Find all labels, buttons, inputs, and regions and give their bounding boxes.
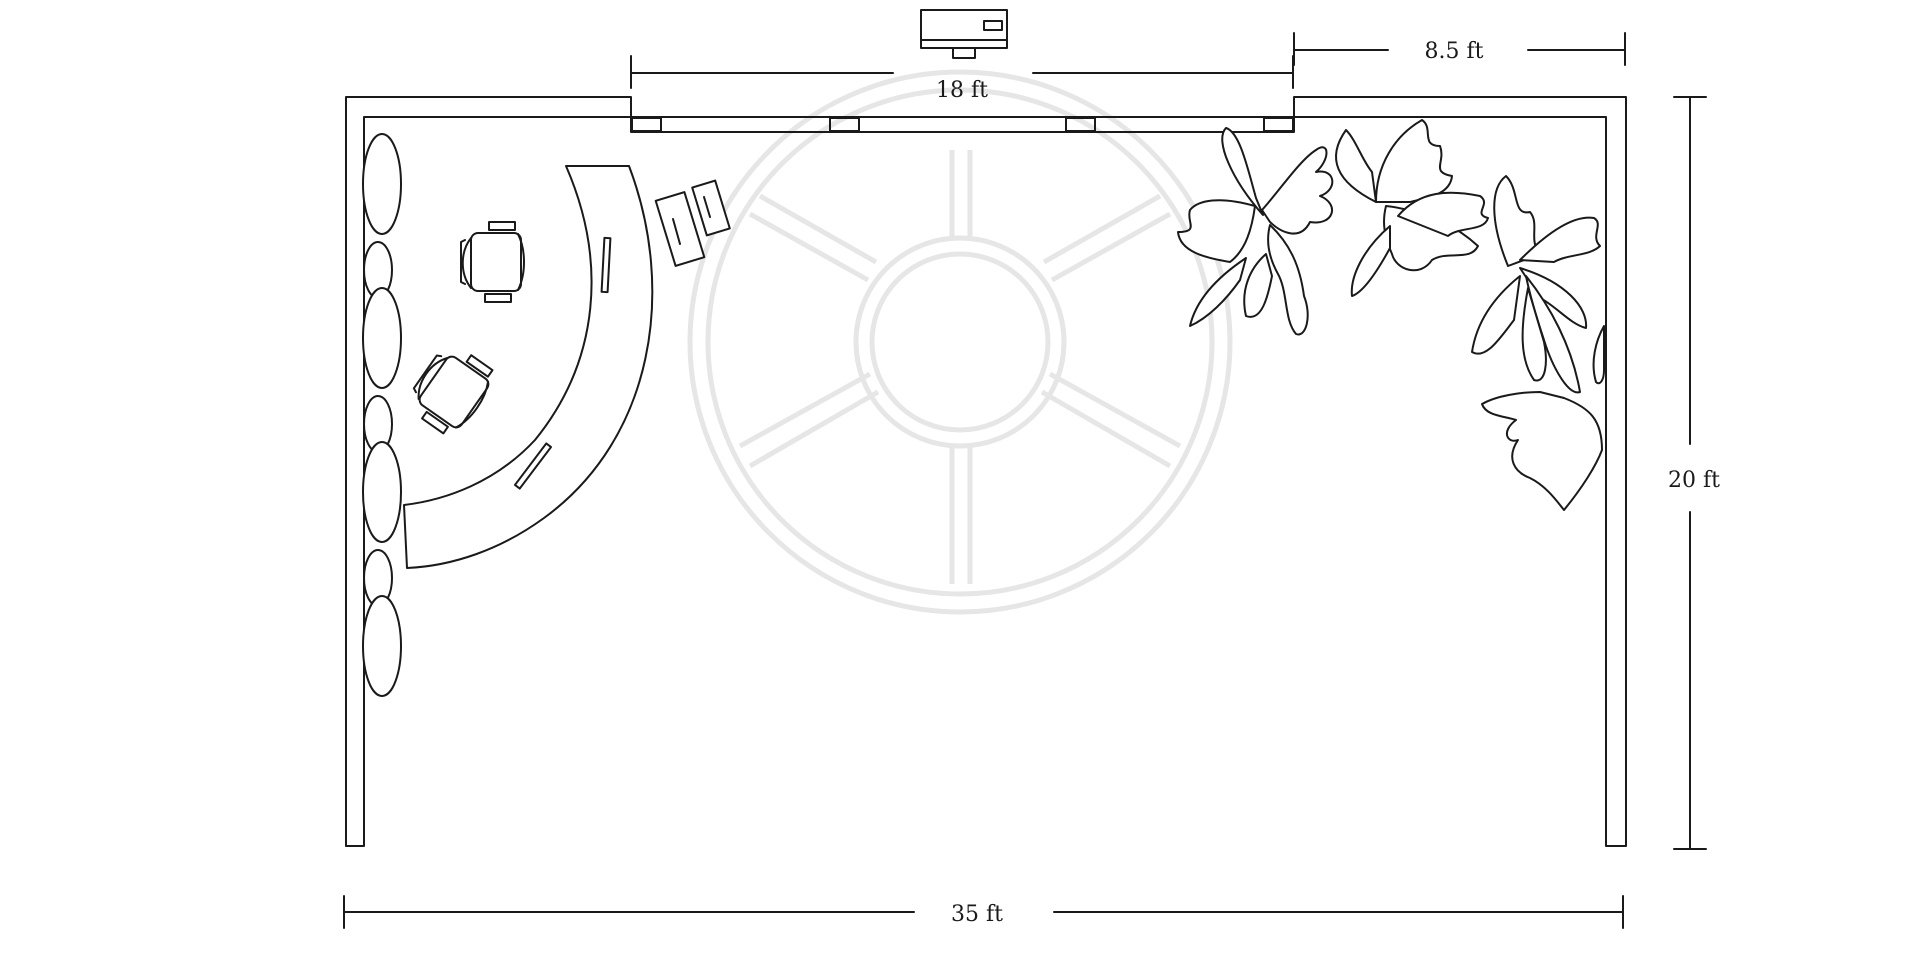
dimension-depth: 20 ft <box>1668 96 1720 850</box>
dimension-window-width: 18 ft <box>630 55 1294 103</box>
dimension-label-window: 18 ft <box>936 78 988 103</box>
projector-icon <box>920 9 1008 59</box>
window-wall <box>630 116 1295 132</box>
wall-seating <box>362 133 402 697</box>
watermark-wheel-icon <box>687 69 1233 615</box>
dimension-overall-width: 35 ft <box>343 895 1624 929</box>
curved-desk <box>403 165 654 569</box>
dimension-label-right-segment: 8.5 ft <box>1425 39 1484 64</box>
screen-icon <box>654 179 731 267</box>
dimension-label-depth: 20 ft <box>1668 468 1720 493</box>
chair-icon <box>412 354 494 435</box>
dimension-label-overall: 35 ft <box>951 902 1003 927</box>
palm-plant-icon <box>1177 119 1605 511</box>
dimension-right-segment: 8.5 ft <box>1293 32 1626 66</box>
chair-icon <box>460 221 525 303</box>
